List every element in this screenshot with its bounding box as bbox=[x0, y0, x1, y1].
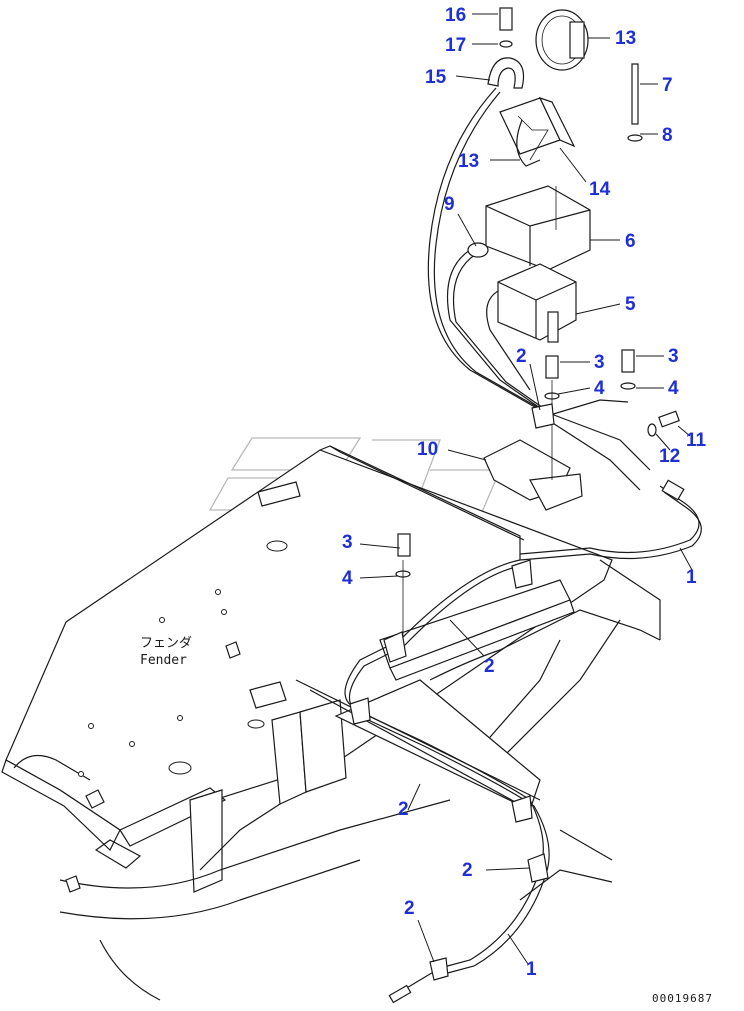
bracket-10 bbox=[395, 186, 680, 650]
component-label-jp: フェンダ bbox=[140, 636, 192, 651]
callout-16: 16 bbox=[445, 5, 466, 26]
wire-harness bbox=[344, 87, 702, 999]
relay-boxes bbox=[467, 185, 591, 343]
callout-17: 17 bbox=[445, 35, 466, 56]
callout-6: 6 bbox=[625, 231, 636, 252]
callout-1-upper: 1 bbox=[686, 567, 697, 588]
callout-12: 12 bbox=[659, 446, 680, 467]
callout-9: 9 bbox=[444, 194, 455, 215]
component-label-en: Fender bbox=[140, 653, 187, 668]
callout-2-lower: 2 bbox=[462, 860, 473, 881]
work-lamp-assembly bbox=[487, 7, 643, 167]
callout-3-right: 3 bbox=[668, 346, 679, 367]
callout-3-center: 3 bbox=[594, 352, 605, 373]
callout-3-left: 3 bbox=[342, 532, 353, 553]
callout-4-center: 4 bbox=[594, 378, 605, 399]
leader-lines bbox=[359, 13, 693, 965]
callout-11: 11 bbox=[686, 430, 707, 451]
callout-15: 15 bbox=[425, 67, 447, 88]
callout-5: 5 bbox=[625, 294, 636, 315]
callout-13-wire: 13 bbox=[458, 151, 479, 172]
drawing-code: 00019687 bbox=[652, 992, 713, 1005]
callout-2-fender: 2 bbox=[484, 656, 495, 677]
callout-7: 7 bbox=[662, 75, 673, 96]
fender-body bbox=[1, 449, 661, 1001]
callout-1-lower: 1 bbox=[526, 959, 537, 980]
callout-14: 14 bbox=[589, 179, 611, 200]
callout-8: 8 bbox=[662, 125, 673, 146]
callout-4-left: 4 bbox=[342, 568, 353, 589]
callout-4-right: 4 bbox=[668, 378, 679, 399]
callouts: 16 17 15 13 7 8 13 14 9 6 5 2 3 3 4 4 10… bbox=[342, 5, 707, 980]
callout-2-upper: 2 bbox=[516, 346, 527, 367]
callout-10: 10 bbox=[417, 439, 438, 460]
callout-2-mid: 2 bbox=[398, 799, 409, 820]
mounting-rails bbox=[295, 445, 575, 811]
text-labels: フェンダ Fender 00019687 bbox=[140, 636, 713, 1005]
callout-13-lamp: 13 bbox=[615, 28, 636, 49]
harness-clips bbox=[349, 403, 685, 1004]
callout-2-bottom: 2 bbox=[404, 898, 415, 919]
